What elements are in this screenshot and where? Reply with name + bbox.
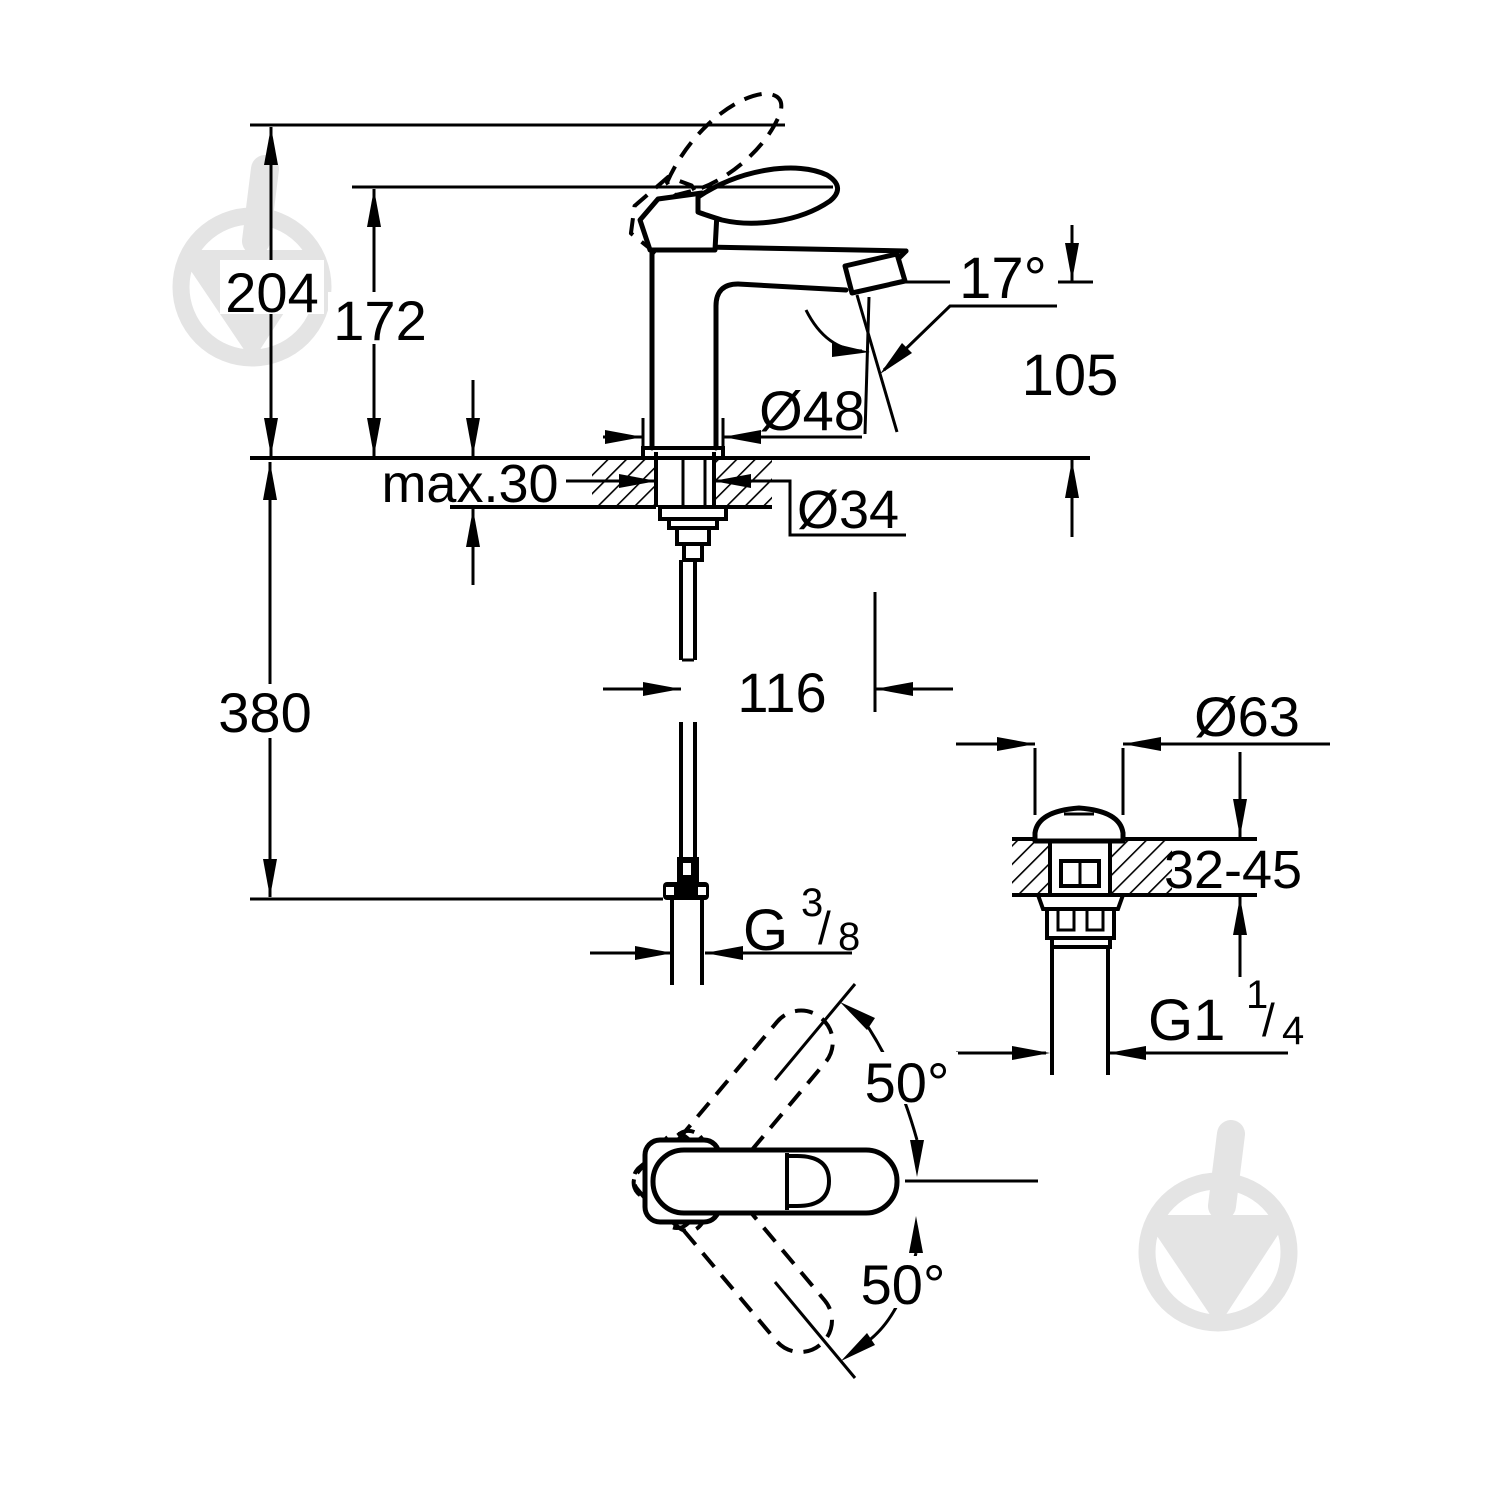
basin-hatch-left (1012, 841, 1050, 895)
dim-50up-label: 50° (865, 1051, 950, 1114)
dim-spout-angle-17: 17° (905, 246, 1093, 311)
drain-flange (1035, 893, 1126, 911)
front-view: 204 172 max.30 Ø48 (213, 80, 1119, 985)
thread-g114-label: G1 1 / 4 (1148, 973, 1304, 1053)
drain-valve-outline (1032, 805, 1126, 1075)
dim-basin-thickness-3245: 32-45 (1164, 752, 1302, 977)
dim-deck-thickness-max30: max.30 (381, 380, 559, 585)
dim-17deg-label: 17° (959, 246, 1047, 311)
dim-spout-reach-116: 116 (603, 592, 953, 724)
dim-shank-diameter-34: Ø34 (566, 474, 906, 540)
dim-204-label: 204 (225, 261, 318, 324)
dim-48-label: Ø48 (759, 379, 865, 442)
dim-base-diameter-48: Ø48 (603, 379, 865, 452)
dim-105-label: 105 (1022, 343, 1119, 408)
supply-shank-assembly (654, 452, 728, 985)
dim-swivel-up-50: 50° (773, 983, 958, 1177)
dim-spout-height-172: 172 (328, 185, 833, 456)
dim-swivel-down-50: 50° (773, 1216, 955, 1379)
dim-outlet-height-105: 105 (1022, 225, 1119, 537)
dim-3245-label: 32-45 (1164, 840, 1302, 900)
handle-top-view: 50° 50° (625, 983, 1038, 1379)
handle-plan-outline (645, 1140, 897, 1222)
dim-max30-label: max.30 (381, 454, 558, 514)
dim-overall-height-204: 204 (220, 123, 785, 456)
dim-hose-length-380: 380 (213, 462, 663, 901)
dim-380-label: 380 (218, 681, 311, 744)
dim-50down-label: 50° (861, 1253, 946, 1316)
aerator-outlet (842, 251, 908, 296)
hose-nut (663, 882, 709, 900)
dim-supply-thread-g38: G 3 / 8 (590, 881, 860, 963)
dim-116-label: 116 (737, 661, 826, 724)
watermark-logo-bottom-right (1147, 1134, 1289, 1323)
basin-hatch-right (1110, 841, 1172, 895)
dim-34-label: Ø34 (797, 480, 899, 540)
thread-g38-label: G 3 / 8 (743, 881, 860, 963)
waste-drain-view: Ø63 32-45 G1 1 / 4 (956, 685, 1330, 1075)
dim-63-label: Ø63 (1194, 685, 1300, 748)
dim-172-label: 172 (333, 289, 426, 352)
dim-flange-diameter-63: Ø63 (956, 685, 1330, 815)
dim-drain-thread-g114: G1 1 / 4 (956, 973, 1304, 1060)
mounting-deck-section (250, 456, 1090, 509)
swivel-arc-arrowhead (832, 343, 870, 357)
water-stream-indication (804, 294, 1057, 435)
drain-cap-dome (1032, 805, 1126, 844)
angle-leader-arrowhead (880, 343, 912, 374)
